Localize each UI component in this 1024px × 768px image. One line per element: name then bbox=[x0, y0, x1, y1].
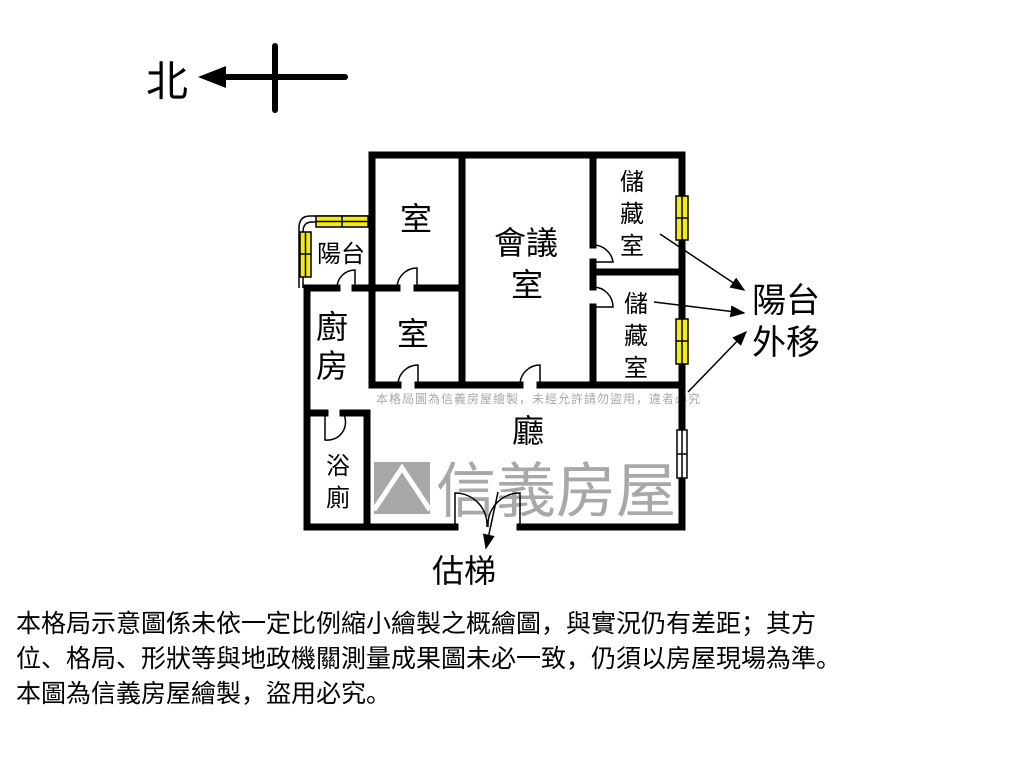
disclaimer-line: 位、格局、形狀等與地政機關測量成果圖未必一致，仍須以房屋現場為準。 bbox=[16, 644, 842, 673]
storage-label: 藏 bbox=[620, 200, 644, 228]
bathroom-label: 浴 bbox=[326, 452, 350, 480]
kitchen-label: 房 bbox=[316, 347, 348, 385]
meeting-room-label: 室 bbox=[511, 266, 543, 304]
door bbox=[324, 412, 347, 441]
disclaimer-line: 本格局示意圖係未依一定比例縮小繪製之概繪圖，與實況仍有差距；其方 bbox=[16, 609, 817, 638]
entrance-door bbox=[487, 492, 521, 528]
balcony-label: 陽台 bbox=[317, 240, 365, 268]
room-labels: 室 室 會議 室 儲 藏 室 儲 藏 室 陽台 廚 房 浴 廁 廳 bbox=[316, 168, 648, 512]
storage-label: 儲 bbox=[620, 168, 644, 196]
room-label: 室 bbox=[397, 315, 429, 353]
arrow bbox=[482, 491, 499, 550]
storage-label: 室 bbox=[620, 232, 644, 260]
stairs-label: 估梯 bbox=[432, 552, 496, 590]
watermark: 信義房屋 本格局圖為信義房屋繪製，未經允許請勿盜用，違者必究 bbox=[371, 391, 701, 527]
arrow bbox=[659, 233, 746, 291]
storage-label: 室 bbox=[624, 354, 648, 382]
meeting-room-label: 會議 bbox=[494, 224, 558, 262]
door bbox=[336, 269, 356, 289]
arrow bbox=[687, 330, 748, 393]
balcony-moved-label: 陽台 bbox=[752, 281, 820, 321]
door bbox=[592, 286, 614, 308]
living-room-label: 廳 bbox=[512, 412, 544, 450]
watermark-brand: 信義房屋 bbox=[436, 457, 676, 527]
balcony-moved-label: 外移 bbox=[752, 323, 820, 363]
bathroom-label: 廁 bbox=[326, 484, 350, 512]
disclaimer: 本格局示意圖係未依一定比例縮小繪製之概繪圖，與實況仍有差距；其方 位、格局、形狀… bbox=[16, 606, 841, 711]
entrance-door bbox=[454, 492, 488, 528]
north-label: 北 bbox=[146, 57, 188, 106]
arrow-left-icon bbox=[198, 66, 226, 88]
kitchen-label: 廚 bbox=[316, 308, 348, 346]
disclaimer-line: 本圖為信義房屋繪製，盜用必究。 bbox=[16, 679, 392, 708]
storage-label: 藏 bbox=[624, 322, 648, 350]
room-label: 室 bbox=[400, 200, 432, 238]
door bbox=[397, 364, 419, 386]
doors bbox=[324, 244, 614, 528]
storage-label: 儲 bbox=[624, 290, 648, 318]
door bbox=[519, 364, 541, 386]
door bbox=[592, 244, 614, 263]
door bbox=[396, 267, 418, 289]
watermark-notice: 本格局圖為信義房屋繪製，未經允許請勿盜用，違者必究 bbox=[376, 391, 701, 406]
windows bbox=[299, 195, 689, 479]
annotations: 陽台 外移 估梯 bbox=[432, 233, 820, 590]
arrow bbox=[653, 301, 746, 318]
north-compass: 北 bbox=[146, 43, 348, 113]
